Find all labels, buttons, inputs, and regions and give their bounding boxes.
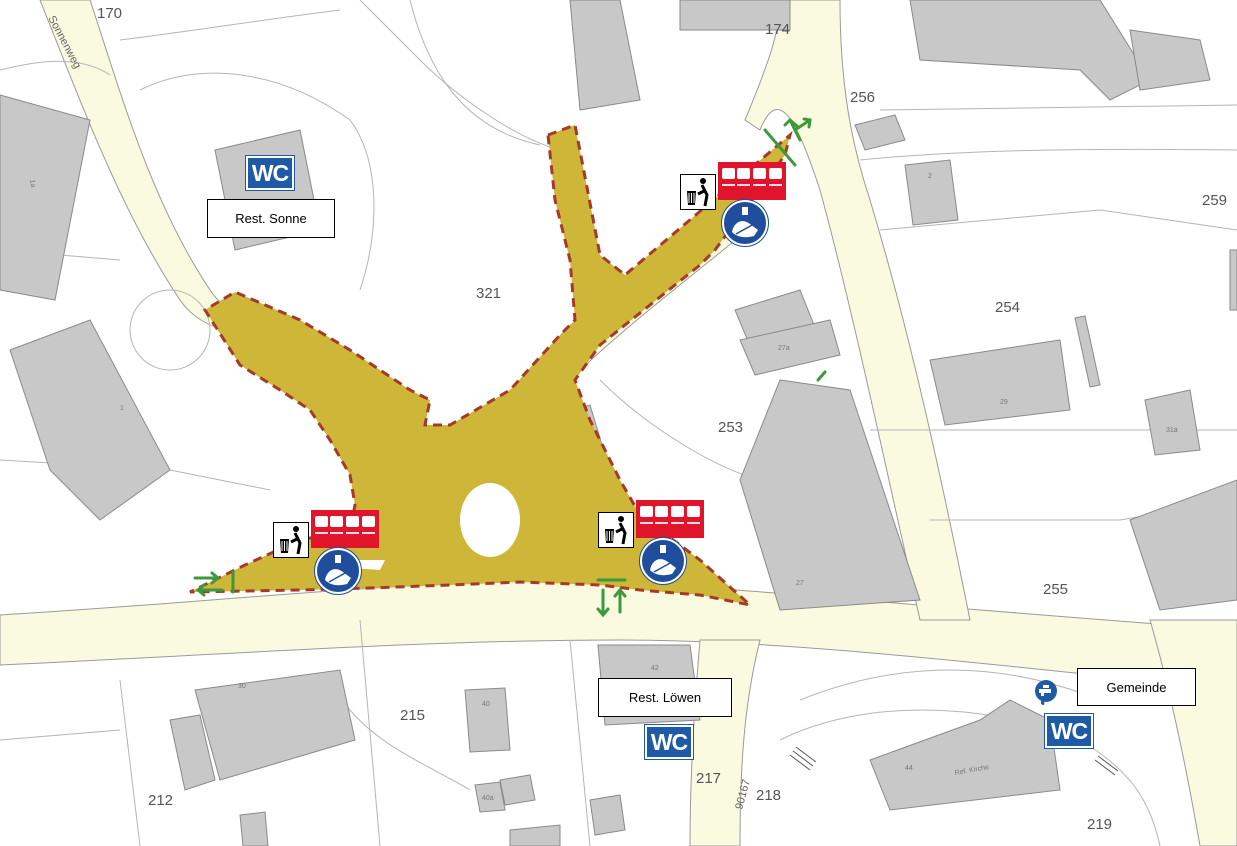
rest-loewen-label: Rest. Löwen: [598, 678, 732, 717]
svg-text:2: 2: [928, 173, 932, 180]
hygiene-station-s: [598, 500, 708, 590]
rest-sonne-label: Rest. Sonne: [207, 199, 335, 238]
road-east-lower: [1149, 619, 1237, 846]
rules-sign-icon: [718, 162, 786, 200]
trash-bin-icon: [598, 512, 634, 548]
road-north-east: [744, 0, 971, 621]
entrances: [193, 117, 827, 618]
svg-text:1: 1: [120, 405, 124, 412]
wc-sign-icon: WC: [1044, 713, 1094, 749]
entrance-mark-e: [816, 370, 827, 382]
svg-text:44: 44: [905, 765, 913, 772]
svg-text:256: 256: [850, 89, 875, 106]
hand-wash-icon: [639, 537, 687, 585]
entrance-arrow-icon: [596, 588, 610, 618]
svg-text:30: 30: [238, 683, 246, 690]
entrance-line-ne: [763, 128, 797, 167]
svg-text:255: 255: [1043, 581, 1068, 598]
svg-text:174: 174: [765, 21, 790, 38]
svg-text:219: 219: [1087, 816, 1112, 833]
trash-bin-icon: [680, 174, 716, 210]
svg-text:253: 253: [718, 419, 743, 436]
entrance-arrow-icon: [613, 587, 627, 614]
svg-text:31a: 31a: [1166, 427, 1178, 434]
svg-text:42: 42: [651, 665, 659, 672]
water-tap-icon: [1033, 679, 1059, 707]
svg-text:321: 321: [476, 285, 501, 302]
hand-wash-icon: [721, 199, 769, 247]
svg-text:40a: 40a: [482, 795, 494, 802]
wc-sign-icon: WC: [245, 155, 295, 191]
svg-text:29: 29: [1000, 399, 1008, 406]
svg-text:217: 217: [696, 770, 721, 787]
hygiene-station-w: [273, 510, 383, 600]
svg-text:215: 215: [400, 707, 425, 724]
hygiene-station-ne: [680, 162, 790, 252]
svg-text:170: 170: [97, 5, 122, 22]
svg-text:259: 259: [1202, 192, 1227, 209]
svg-text:27a: 27a: [778, 345, 790, 352]
rules-sign-icon: [636, 500, 704, 538]
rules-sign-icon: [311, 510, 379, 548]
wc-sign-icon: WC: [644, 724, 694, 760]
road-south-center: [689, 639, 761, 846]
svg-text:40: 40: [482, 701, 490, 708]
svg-text:254: 254: [995, 299, 1020, 316]
trash-bin-icon: [273, 522, 309, 558]
hand-wash-icon: [314, 547, 362, 595]
svg-text:218: 218: [756, 787, 781, 804]
entrance-arrow-icon: [193, 571, 221, 585]
stairs: [789, 746, 1119, 776]
svg-text:27: 27: [796, 580, 804, 587]
entrance-arrow-icon: [195, 583, 224, 597]
gemeinde-label: Gemeinde: [1077, 668, 1196, 706]
entrance-arrow-icon: [793, 117, 812, 132]
svg-text:1a: 1a: [28, 179, 36, 188]
svg-text:212: 212: [148, 792, 173, 809]
fountain: [460, 483, 520, 557]
